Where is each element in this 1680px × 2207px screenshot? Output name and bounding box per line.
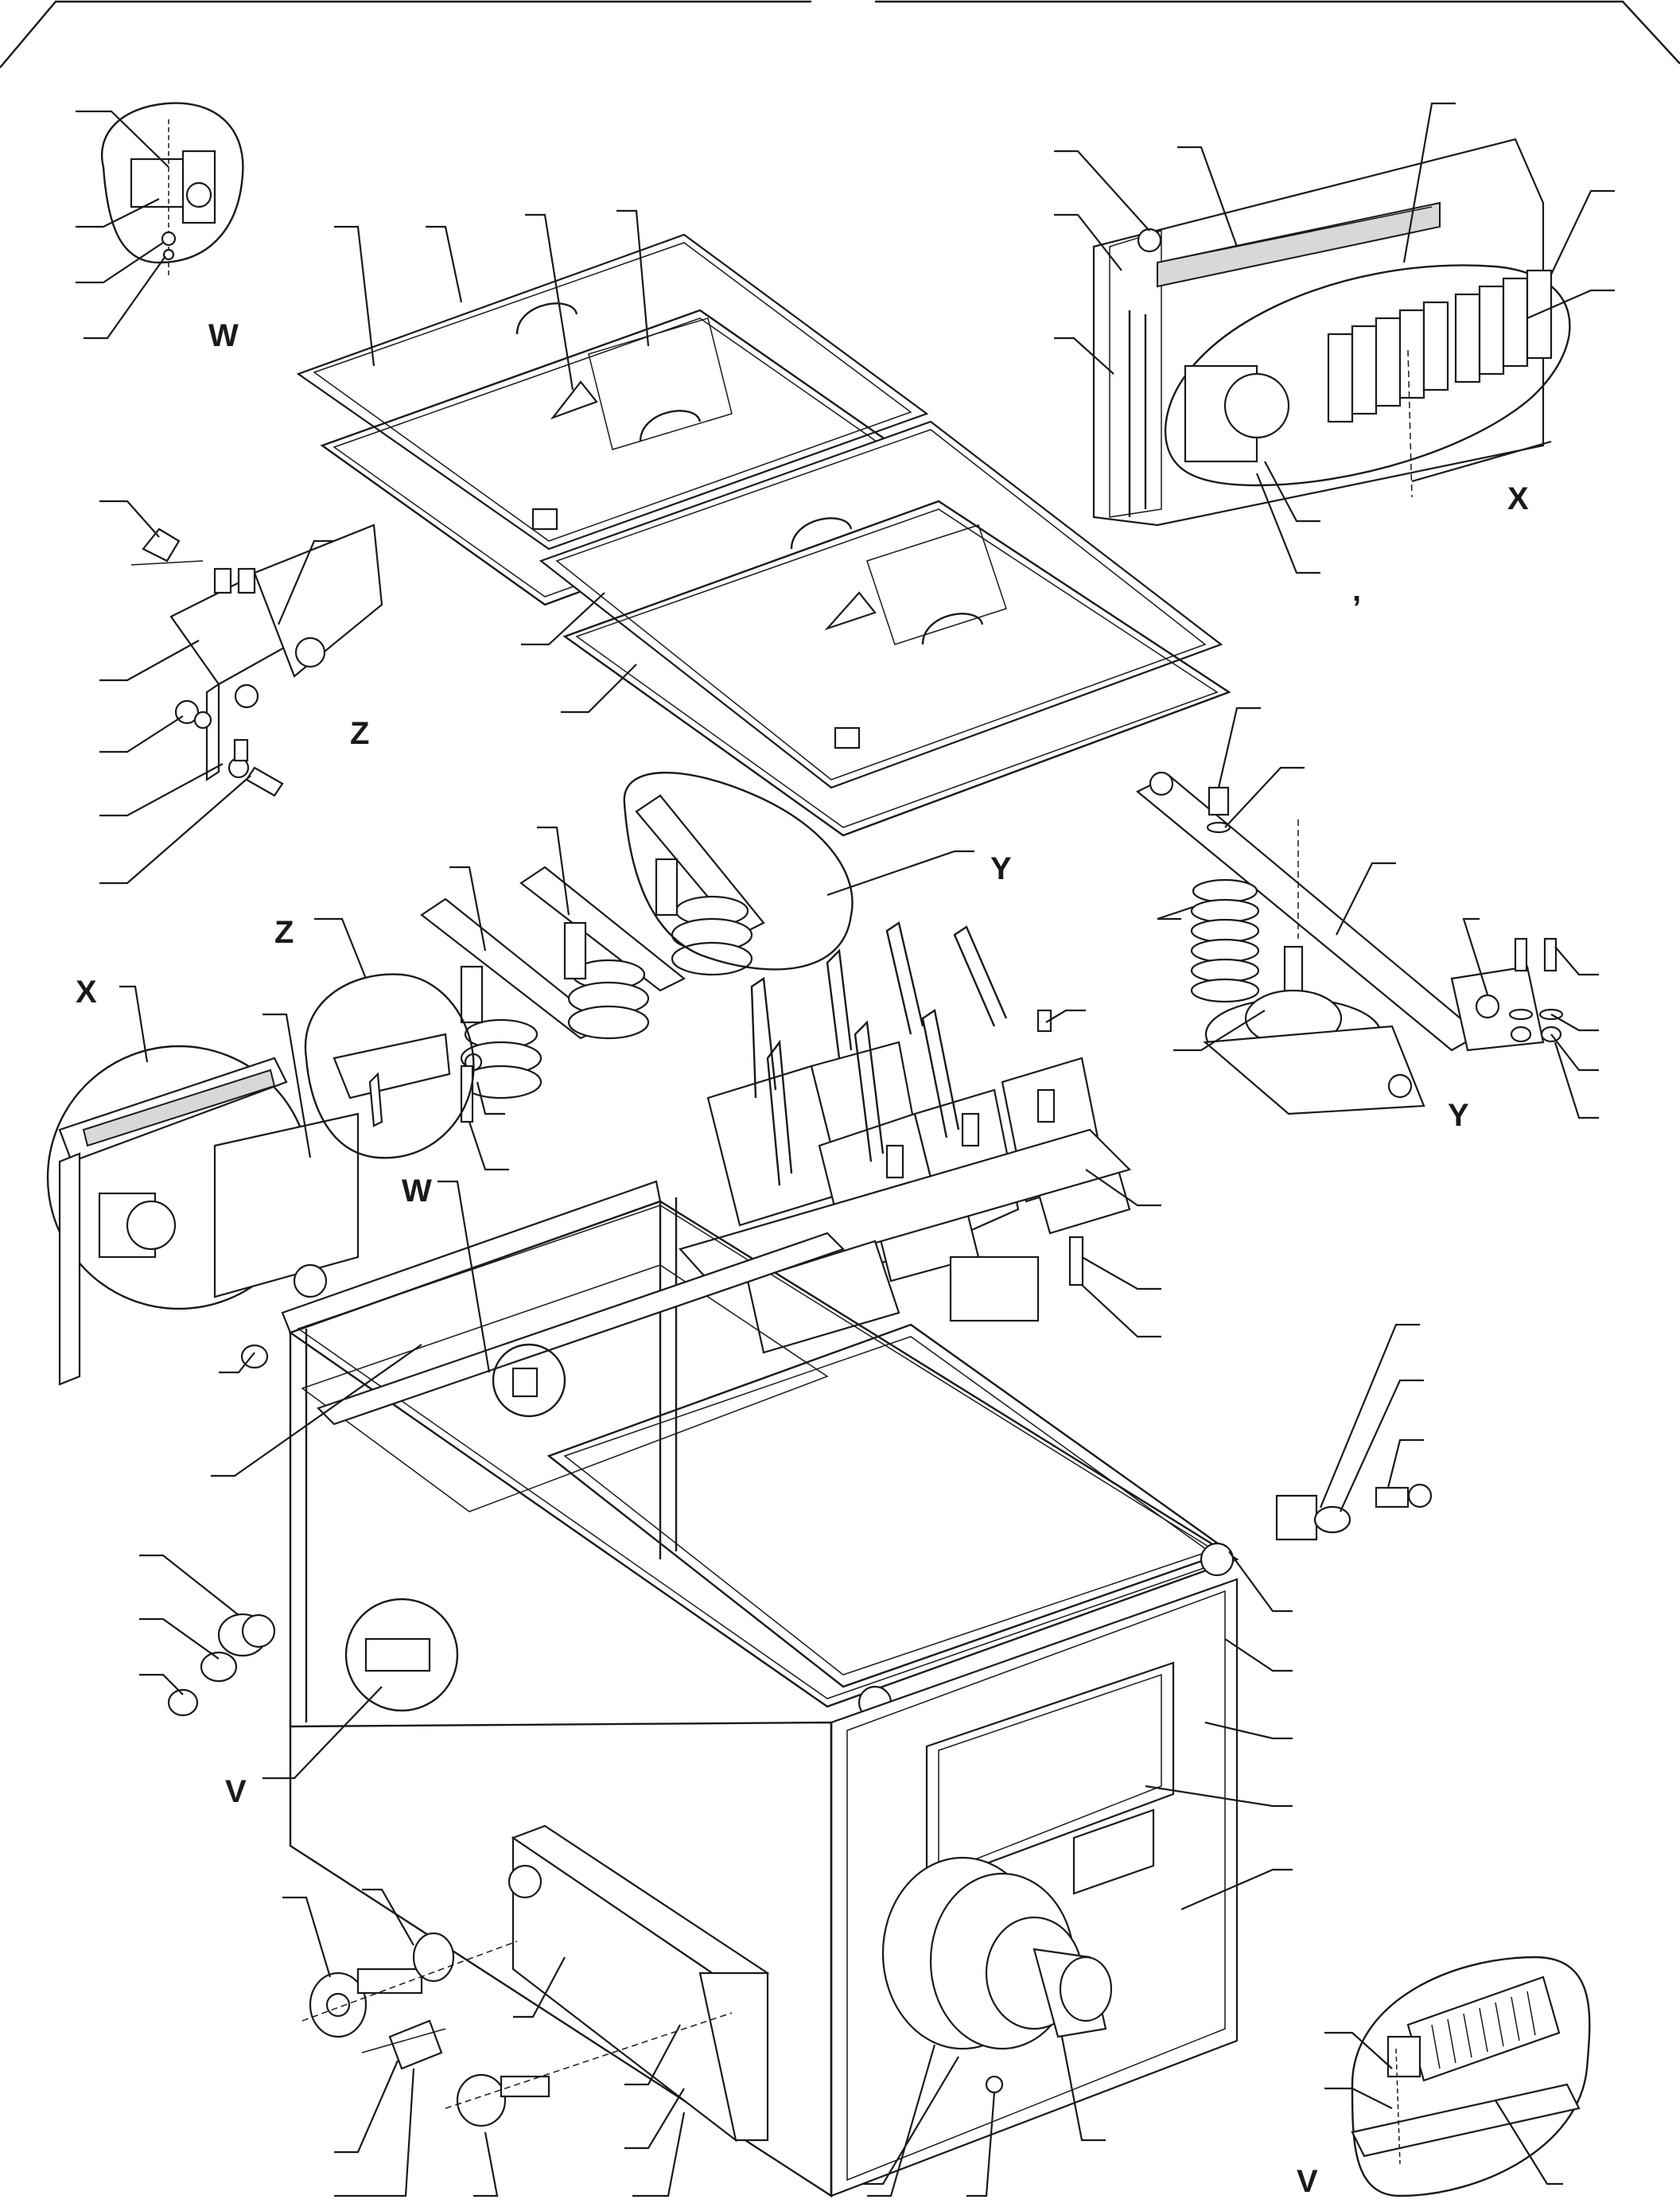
detail-y-small-ellipse	[623, 772, 854, 971]
detail-x-ellipse	[1164, 264, 1571, 498]
header-frame	[0, 0, 1680, 68]
contact-assembly-leaders	[1045, 1009, 1161, 1338]
detail-v-small-circle	[344, 1598, 459, 1712]
contact-assembly	[679, 921, 1132, 1354]
detail-v-inset	[1351, 1956, 1591, 2197]
gasket-right	[562, 500, 1231, 837]
detail-w-small-circle	[492, 1343, 566, 1418]
comma-mark: ,	[1352, 573, 1361, 608]
detail-w-circle	[100, 102, 244, 278]
heat-sink-fins	[1431, 1991, 1536, 2069]
detail-y-bushing	[1203, 945, 1425, 1115]
side-panel	[508, 1824, 770, 2143]
bottom-leaders	[282, 1888, 1106, 2197]
detail-z-bracket	[130, 524, 383, 797]
main-frame-leaders	[139, 1180, 1424, 1911]
insulator-1	[460, 965, 542, 1100]
detail-z-small-circle	[304, 973, 475, 1159]
bottom-left-parts	[301, 1932, 733, 2127]
detail-v-main-label: V	[225, 1774, 247, 1809]
detail-x-inset	[46, 1045, 360, 1386]
top-cover-left	[296, 233, 929, 551]
handle-right	[1275, 1483, 1433, 1541]
detail-y-insulator-stack	[1190, 878, 1260, 1003]
top-cover-right	[539, 420, 1223, 789]
detail-w-main-label: W	[402, 1174, 432, 1209]
detail-x-label: X	[1507, 481, 1529, 516]
detail-z-label: Z	[350, 716, 369, 751]
bushing-flange	[881, 1856, 1113, 2094]
detail-x-terminals	[1327, 269, 1553, 423]
detail-w-label: W	[208, 318, 239, 353]
detail-z-leaders	[99, 500, 334, 885]
detail-y-main-label: Y	[990, 851, 1012, 886]
detail-v-leaders	[1324, 2031, 1563, 2186]
contact-fingers	[750, 921, 1008, 1186]
bottom-left-fittings	[167, 1613, 276, 1717]
detail-x-inset-leaders	[119, 985, 312, 1158]
detail-x-leaders	[1054, 102, 1615, 574]
detail-z-main-label: Z	[274, 915, 294, 950]
detail-y-bracket	[1135, 771, 1564, 1115]
main-frame	[281, 1180, 1239, 1726]
top-cover-leaders	[334, 209, 650, 714]
detail-w-leaders	[76, 110, 169, 340]
bus-assembly-leaders	[314, 826, 974, 1171]
frame-components	[167, 1343, 566, 1717]
insulator-2	[563, 921, 650, 1040]
detail-y-label: Y	[1448, 1098, 1469, 1133]
detail-y-leaders	[1157, 706, 1599, 1119]
detail-x-main-label: X	[76, 975, 97, 1010]
detail-v-label: V	[1297, 2164, 1318, 2199]
